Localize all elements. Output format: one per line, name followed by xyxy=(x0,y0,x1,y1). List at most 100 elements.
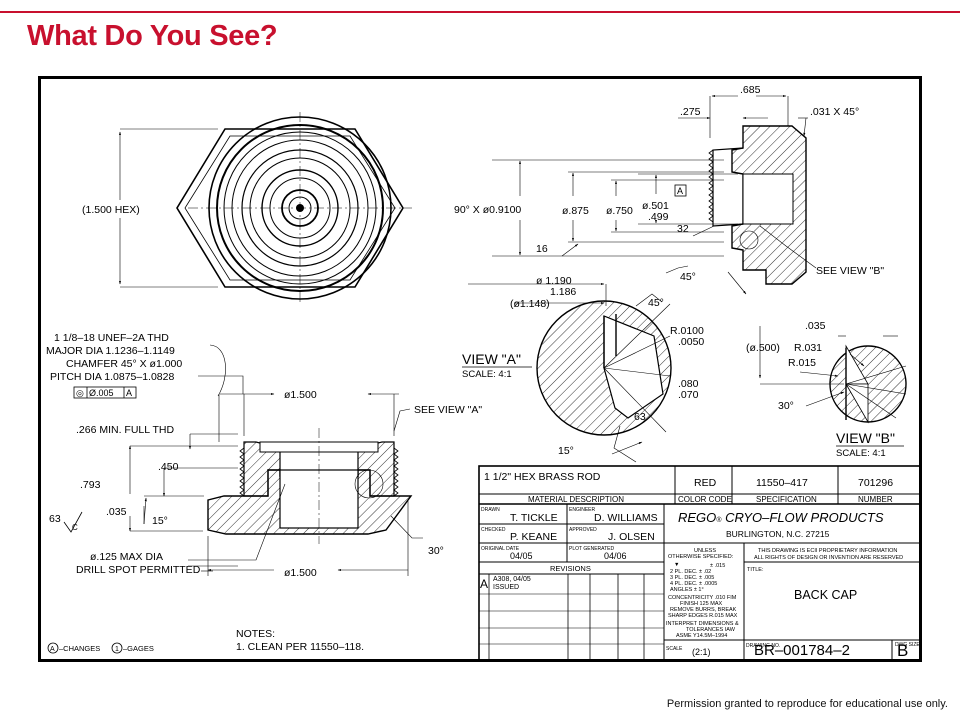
hex-dimension: (1.500 HEX) xyxy=(82,204,140,216)
right-section-dimensions xyxy=(468,94,817,306)
right-angle-45: 45° xyxy=(680,271,696,283)
legend-1: 1 xyxy=(115,646,119,653)
thread-line-1: 1 1/8–18 UNEF–2A THD xyxy=(54,332,169,344)
detail-a-label: VIEW "A" xyxy=(462,351,521,367)
detail-b-label: VIEW "B" xyxy=(836,430,895,446)
detail-a-scale: SCALE: 4:1 xyxy=(462,369,512,380)
detail-b-angle-30: 30° xyxy=(778,400,794,412)
svg-text:OTHERWISE SPECIFIED:: OTHERWISE SPECIFIED: xyxy=(668,554,734,560)
tb-revisions-label: REVISIONS xyxy=(550,564,591,573)
dim-full-thd: .266 MIN. FULL THD xyxy=(76,424,174,436)
title-block xyxy=(478,465,921,661)
dim-275: .275 xyxy=(680,106,701,118)
tb-material: 1 1/2" HEX BRASS ROD xyxy=(484,471,601,483)
dim-dia-1186: 1.186 xyxy=(550,286,576,298)
legend-a: A xyxy=(50,646,55,653)
right-section-part xyxy=(708,125,807,285)
detail-b-dia-500: (ø.500) xyxy=(746,342,780,354)
surface-finish-32: 32 xyxy=(677,223,689,235)
tb-color-code: RED xyxy=(694,477,717,489)
tb-specification: 11550–417 xyxy=(756,477,808,489)
tb-drawn: T. TICKLE xyxy=(510,512,558,524)
dim-dia-750: ø.750 xyxy=(606,205,633,217)
tb-approved-label: APPROVED xyxy=(569,527,597,533)
tb-size: B xyxy=(897,641,908,660)
detail-a-angle-45: 45° xyxy=(648,297,664,309)
tb-size-label: DWG SIZE xyxy=(895,642,920,648)
dim-793: .793 xyxy=(80,479,101,491)
svg-text:2 PL. DEC. ± .02: 2 PL. DEC. ± .02 xyxy=(670,569,711,575)
slide-title: What Do You See? xyxy=(27,20,278,52)
detail-a-finish-63: 63 xyxy=(634,411,646,423)
top-view-hex xyxy=(118,112,412,304)
detail-a-r0100: R.0100 xyxy=(670,325,704,337)
svg-text:3 PL. DEC. ± .005: 3 PL. DEC. ± .005 xyxy=(670,575,714,581)
tb-header-spec: SPECIFICATION xyxy=(756,495,817,504)
tb-original-date-label: ORIGINAL DATE xyxy=(481,546,520,552)
svg-text:UNLESS: UNLESS xyxy=(694,548,716,554)
tb-drawn-label: DRAWN xyxy=(481,507,500,513)
svg-text:INTERPRET DIMENSIONS &: INTERPRET DIMENSIONS & xyxy=(666,621,739,627)
svg-text:ASME Y14.5M–1994: ASME Y14.5M–1994 xyxy=(676,633,727,639)
dim-dia-1148: (ø1.148) xyxy=(510,298,550,310)
tb-revision-letter: A xyxy=(480,577,488,591)
drill-note-2: DRILL SPOT PERMITTED xyxy=(76,564,201,576)
notes-heading: NOTES: xyxy=(236,628,275,640)
section-view-dimensions xyxy=(128,344,423,576)
countersink-note: 90° X ø0.9100 xyxy=(454,204,521,216)
svg-text:A: A xyxy=(126,388,132,398)
legend-changes-icon xyxy=(47,642,59,654)
tb-drawing-no-label: DRAWING NO. xyxy=(746,643,780,649)
drill-note-1: ø.125 MAX DIA xyxy=(90,551,163,563)
tb-proprietary-1: THIS DRAWING IS ECII PROPRIETARY INFORMA… xyxy=(758,548,897,554)
thread-line-4: PITCH DIA 1.0875–1.0828 xyxy=(50,371,174,383)
detail-view-b xyxy=(758,326,907,424)
svg-text:4 PL. DEC. ± .0005: 4 PL. DEC. ± .0005 xyxy=(670,581,717,587)
section-view-part xyxy=(207,428,413,544)
svg-text:± .015: ± .015 xyxy=(710,563,725,569)
tb-approved: J. OLSEN xyxy=(608,531,655,543)
thread-line-2: MAJOR DIA 1.1236–1.1149 xyxy=(46,345,175,357)
dim-dia-1190: ø 1.190 xyxy=(536,275,572,287)
engineering-drawing: (1.500 HEX) xyxy=(38,76,922,662)
tb-scale: (2:1) xyxy=(692,647,711,657)
detail-b-r015: R.015 xyxy=(788,357,816,369)
see-view-b-callout: SEE VIEW "B" xyxy=(816,265,884,277)
detail-a-070: .070 xyxy=(678,389,699,401)
see-view-a-callout: SEE VIEW "A" xyxy=(414,404,482,416)
datum-a: A xyxy=(677,186,683,196)
dim-dia-875: ø.875 xyxy=(562,205,589,217)
top-red-rule xyxy=(0,11,960,13)
svg-text:TOLERANCES IAW: TOLERANCES IAW xyxy=(686,627,736,633)
svg-text:SHARP EDGES R.015 MAX: SHARP EDGES R.015 MAX xyxy=(668,613,738,619)
tb-header-material: MATERIAL DESCRIPTION xyxy=(528,495,624,504)
svg-text:REMOVE BURRS, BREAK: REMOVE BURRS, BREAK xyxy=(670,607,737,613)
dim-450: .450 xyxy=(158,461,179,473)
feature-control-frame: ◎ Ø.005 A xyxy=(73,386,137,399)
dim-035: .035 xyxy=(106,506,127,518)
legend-gages: –GAGES xyxy=(123,644,154,653)
svg-text:CONCENTRICITY .010 FIM: CONCENTRICITY .010 FIM xyxy=(668,595,737,601)
tb-company: REGO® CRYO–FLOW PRODUCTS xyxy=(678,510,884,525)
angle-15: 15° xyxy=(152,515,168,527)
tb-title-label: TITLE: xyxy=(747,567,764,573)
detail-b-r031: R.031 xyxy=(794,342,822,354)
dim-chamfer: .031 X 45° xyxy=(810,106,859,118)
tb-original-date: 04/05 xyxy=(510,551,533,561)
thread-line-3: CHAMFER 45° X ø1.000 xyxy=(66,358,182,370)
tb-number: 701296 xyxy=(858,477,893,489)
surface-finish-16: 16 xyxy=(536,243,548,255)
tb-company-city: BURLINGTON, N.C. 27215 xyxy=(726,529,830,539)
tb-engineer: D. WILLIAMS xyxy=(594,512,658,524)
dim-dia-499: .499 xyxy=(648,211,669,223)
svg-text:▼: ▼ xyxy=(674,562,679,568)
svg-text:Ø.005: Ø.005 xyxy=(89,388,114,398)
tb-title: BACK CAP xyxy=(794,588,857,602)
tb-scale-label: SCALE xyxy=(666,646,683,652)
legend-gages-icon xyxy=(111,642,123,654)
tb-revision-line-1: A308, 04/05 xyxy=(493,576,531,583)
surface-finish-63: 63 xyxy=(49,513,61,525)
tb-header-number: NUMBER xyxy=(858,495,893,504)
legend-changes: –CHANGES xyxy=(59,644,100,653)
detail-b-035: .035 xyxy=(805,320,826,332)
